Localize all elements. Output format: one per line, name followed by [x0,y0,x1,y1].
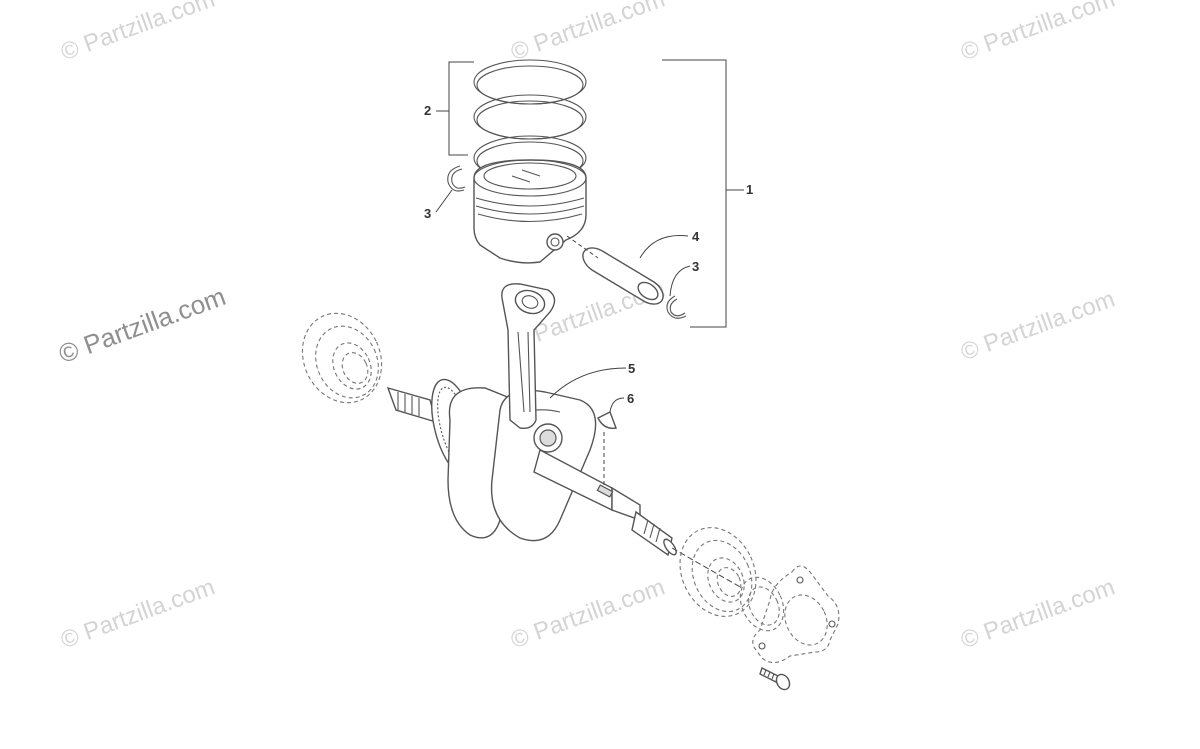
callout-3[interactable]: 3 [424,206,432,221]
bracket-1 [662,59,727,328]
bearing-retaining-plate [752,565,840,664]
right-bearing [679,527,757,617]
piston [473,159,587,264]
shim-ring [739,576,785,632]
bracket-2 [448,61,474,156]
leader-6 [609,397,625,413]
connecting-rod [501,283,556,430]
piston-pin [566,235,664,305]
leader-5 [549,367,627,399]
callout-4[interactable]: 4 [692,229,700,244]
leader-3b [669,265,691,297]
callout-5[interactable]: 5 [628,361,636,376]
leader-3a [435,189,453,213]
screw [759,667,791,691]
left-bearing [301,312,383,404]
woodruff-key [597,411,617,429]
circlip-right [666,295,687,319]
piston-rings [473,59,587,181]
crankshaft [386,378,677,557]
shaft-centerline [671,547,743,589]
callout-1[interactable]: 1 [746,182,754,197]
callout-6[interactable]: 6 [627,391,635,406]
callout-2[interactable]: 2 [424,103,432,118]
circlip-left [447,165,466,192]
leader-4 [639,234,689,259]
callout-3[interactable]: 3 [692,259,700,274]
